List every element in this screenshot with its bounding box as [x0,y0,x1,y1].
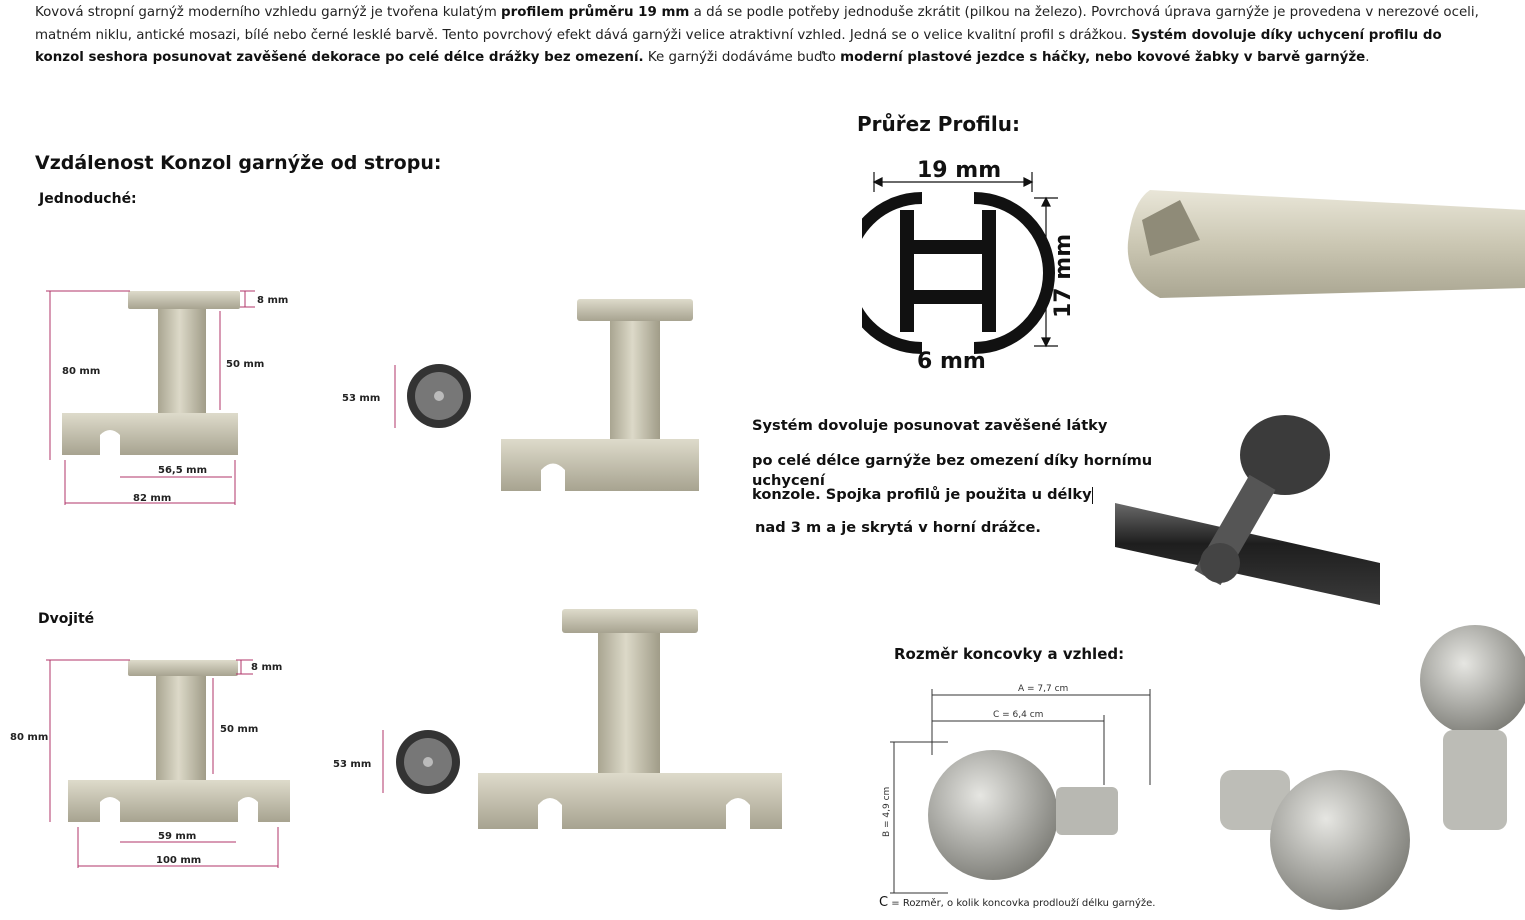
system-line-3: konzole. Spojka profilů je použita u dél… [752,485,1222,505]
double-ceiling-plate [128,660,238,676]
single-base-drawing: 53 mm [342,364,471,428]
single-bracket-drawing: 8 mm 50 mm 80 mm 56,5 mm 82 mm [46,290,288,505]
finial-photo-lower-ball [1270,770,1410,910]
double-dim-stem: 50 mm [220,724,258,735]
finial-dim-b: B = 4,9 cm [882,787,892,837]
double-dim-width: 100 mm [156,855,201,866]
profile-rail-photo [1127,190,1525,298]
black-rod-photo [1115,415,1380,605]
finial-caption-letter: C [879,895,888,910]
single-heading: Jednoduché: [39,191,137,207]
profile-heading: Průřez Profilu: [857,112,1020,136]
double-bracket-photo [478,609,782,829]
double-base-drawing: 53 mm [333,730,460,794]
single-dim-top: 8 mm [257,295,288,306]
intro-bold-3: moderní plastové jezdce s háčky, nebo ko… [840,50,1366,66]
finial-drawing: A = 7,7 cm C = 6,4 cm B = 4,9 cm C = Roz… [879,684,1155,910]
double-stem [156,676,206,782]
distance-heading: Vzdálenost Konzol garnýže od stropu: [35,152,442,174]
double-dim-inner: 59 mm [158,831,196,842]
finial-photo-upper-ball [1420,625,1525,735]
single-dim-stem: 50 mm [226,359,264,370]
finial-heading: Rozměr koncovky a vzhled: [894,645,1125,663]
double-bracket-drawing: 8 mm 50 mm 80 mm 59 mm 100 mm [10,659,290,868]
profile-dim-height: 17 mm [1051,234,1076,318]
intro-bold-2: Systém dovoluje díky uchycení profilu do… [35,27,1442,66]
profile-dim-width: 19 mm [917,158,1001,183]
finial-caption-text: = Rozměr, o kolik koncovka prodlouží dél… [888,897,1155,909]
bracket-holder [62,413,238,455]
single-dim-base: 53 mm [342,393,380,404]
single-dim-width: 82 mm [133,493,171,504]
intro-text-4: . [1365,50,1370,66]
profile-outline [862,192,1055,354]
system-line-4: nad 3 m a je skrytá v horní drážce. [755,519,1041,536]
intro-paragraph: Kovová stropní garnýž moderního vzhledu … [35,2,1485,70]
system-line-3-text: konzole. Spojka profilů je použita u dél… [752,486,1092,503]
double-dim-base: 53 mm [333,759,371,770]
single-bracket-photo [501,299,699,491]
double-heading: Dvojité [38,611,95,627]
finial-ball [928,750,1058,880]
profile-cross-section: 19 mm 6 mm 17 mm [862,158,1076,374]
bracket-stem [158,309,206,415]
finial-dim-c: C = 6,4 cm [993,710,1043,720]
single-dim-height: 80 mm [62,366,100,377]
single-dim-inner: 56,5 mm [158,465,207,476]
double-holder [68,780,290,822]
system-line-1: Systém dovoluje posunovat zavěšené látky [752,417,1108,434]
intro-bold-1: profilem průměru 19 mm [501,5,690,20]
finial-caption: C = Rozměr, o kolik koncovka prodlouží d… [879,895,1155,910]
double-dim-top: 8 mm [251,662,282,673]
intro-text-3: Ke garnýži dodáváme buďto [643,50,841,66]
intro-text-2: a dá se podle potřeby jednoduše zkrátit … [35,5,1479,43]
finial-photos [1220,625,1525,910]
system-line-2: po celé délce garnýže bez omezení díky h… [752,452,1153,489]
ceiling-plate [128,291,240,309]
double-dim-height: 80 mm [10,732,48,743]
finial-dim-a: A = 7,7 cm [1018,684,1068,694]
profile-dim-slot: 6 mm [917,349,986,374]
text-caret [1091,486,1093,504]
intro-text-1: Kovová stropní garnýž moderního vzhledu … [35,5,501,20]
